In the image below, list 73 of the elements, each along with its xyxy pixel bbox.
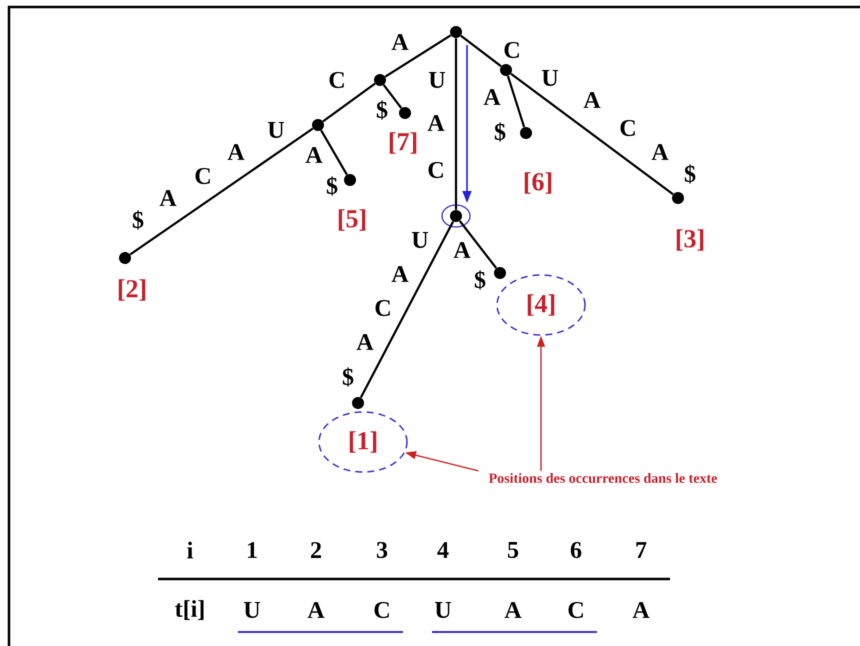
leaf-number: [2] — [118, 279, 146, 301]
edge-letter: C — [330, 72, 344, 88]
edge-letter: A — [454, 242, 470, 258]
tree-edge — [322, 82, 376, 122]
edge-letter: U — [268, 122, 284, 138]
table-cell: 5 — [508, 542, 518, 558]
table-cell: C — [568, 602, 583, 618]
edge-letter: C — [376, 300, 390, 316]
edge-letter: C — [620, 120, 635, 136]
tree-edge — [460, 34, 502, 68]
tree-node-dot — [352, 397, 364, 409]
tree-edge — [360, 220, 454, 398]
edge-letter: $ — [474, 270, 486, 290]
table-cell: i — [187, 542, 193, 558]
table-cell: A — [504, 602, 522, 618]
edge-letter: A — [356, 334, 374, 350]
leaf-number: [5] — [338, 209, 366, 231]
leaf-number: [7] — [390, 132, 416, 154]
tree-edge — [129, 128, 314, 256]
edge-letter: $ — [376, 100, 388, 120]
tree-edge — [454, 38, 458, 210]
table-cell: 1 — [248, 542, 257, 558]
tree-node-dot — [312, 119, 324, 131]
table-cell: 2 — [311, 542, 321, 558]
tree-edge — [510, 72, 674, 196]
edge-letter: $ — [684, 164, 696, 184]
tree-node-dot — [374, 74, 386, 86]
tree-node-dot — [494, 267, 506, 279]
edge-letter: A — [392, 34, 408, 50]
table-cell: 7 — [636, 542, 646, 558]
edge-letter: A — [484, 89, 500, 105]
edge-letter: C — [196, 168, 210, 184]
tree-node-dot — [450, 210, 462, 222]
edge-letter: A — [306, 147, 322, 163]
edge-letter: A — [160, 190, 176, 206]
edge-letter: A — [392, 266, 408, 282]
tree-node-dot — [450, 26, 462, 38]
edge-letter: A — [652, 144, 668, 160]
tree-node-dot — [344, 174, 356, 186]
tree-node-dot — [119, 252, 131, 264]
edge-letter: U — [428, 72, 446, 88]
tree-node-dot — [399, 107, 411, 119]
edge-letter: $ — [342, 367, 354, 387]
edge-letter: A — [584, 92, 600, 108]
edge-letter: U — [542, 70, 558, 86]
table-cell: U — [434, 602, 452, 618]
table-cell: t[i] — [175, 600, 204, 620]
edge-letter: A — [228, 144, 244, 160]
tree-node-dot — [500, 64, 512, 76]
edge-letter: $ — [494, 122, 506, 142]
tree-edge — [384, 34, 452, 78]
leaf-number: [3] — [676, 229, 704, 251]
edge-letter: C — [504, 42, 519, 58]
tree-edge — [458, 220, 498, 269]
tree-node-dot — [520, 127, 532, 139]
table-cell: 4 — [437, 542, 449, 558]
tree-edge — [506, 76, 526, 128]
edge-letter: A — [428, 115, 444, 131]
table-cell: U — [244, 602, 260, 618]
edge-letter: $ — [326, 176, 338, 196]
table-cell: A — [308, 602, 324, 618]
edge-letter: $ — [132, 210, 144, 230]
edge-letter: C — [428, 162, 443, 178]
caption-text: Positions des occurrences dans le texte — [488, 473, 718, 483]
leaf-number: [6] — [524, 172, 552, 194]
tree-edge — [320, 130, 348, 176]
tree-edge — [382, 84, 402, 109]
tree-node-dot — [672, 192, 684, 204]
edge-letter: U — [412, 232, 428, 248]
table-cell: 6 — [570, 542, 582, 558]
table-cell: C — [374, 602, 389, 618]
table-cell: A — [632, 602, 650, 618]
table-cell: 3 — [376, 542, 388, 558]
